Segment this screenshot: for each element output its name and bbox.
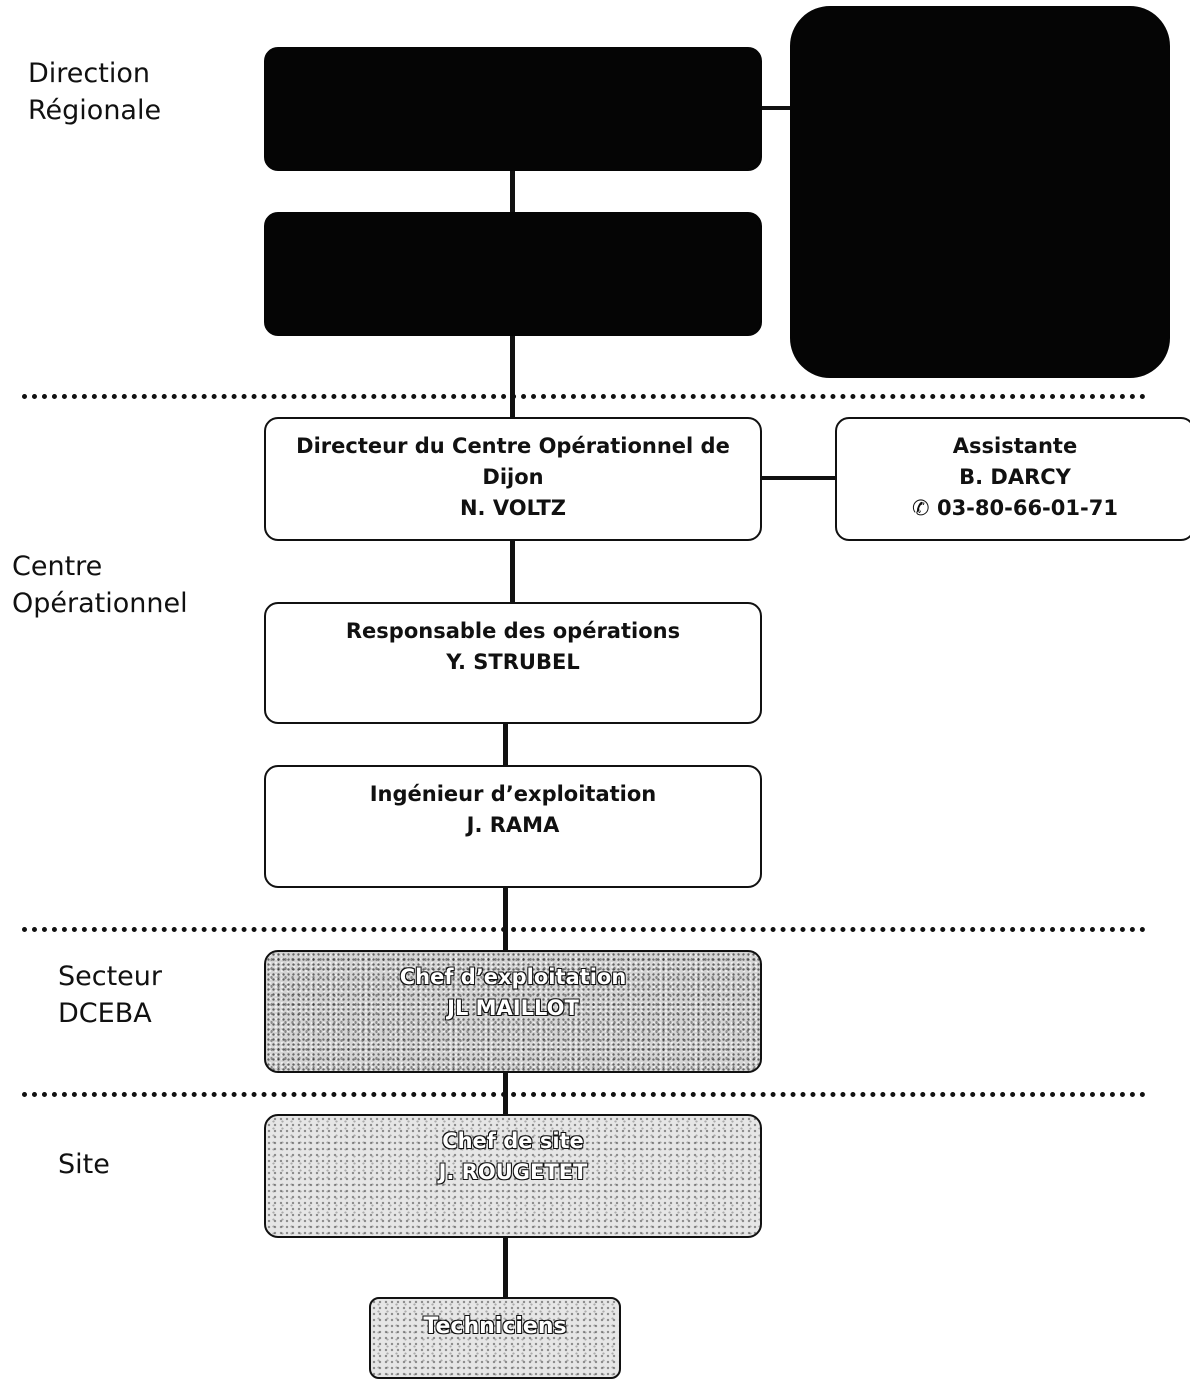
chef-site-title: Chef de site	[442, 1129, 584, 1153]
box-directeur: Directeur du Centre Opérationnel de Dijo…	[264, 417, 762, 541]
assistante-name: B. DARCY	[959, 465, 1071, 489]
box-chef-exploitation: Chef d’exploitation JL MAILLOT	[264, 950, 762, 1073]
chef-site-name: J. ROUGETET	[438, 1160, 588, 1184]
level-label-site: Site	[58, 1149, 110, 1180]
level-label-centre-operationnel: Centre Opérationnel	[12, 551, 188, 619]
connector-directeur-responsable	[510, 539, 515, 603]
connector-redacted-1-to-2	[510, 168, 515, 214]
directeur-name: N. VOLTZ	[459, 496, 567, 520]
box-techniciens: Techniciens	[369, 1297, 621, 1379]
connector-chef-site-techniciens	[503, 1237, 508, 1298]
connector-ingenieur-chef-exploitation	[503, 886, 508, 952]
level-label-secteur: Secteur DCEBA	[58, 961, 163, 1029]
assistante-phone: ✆ 03-80-66-01-71	[912, 496, 1118, 520]
assistante-title: Assistante	[952, 434, 1078, 458]
box-chef-de-site: Chef de site J. ROUGETET	[264, 1114, 762, 1238]
box-assistante: Assistante B. DARCY ✆ 03-80-66-01-71	[835, 417, 1190, 541]
ingenieur-title: Ingénieur d’exploitation	[369, 782, 657, 806]
level-separator-1	[22, 394, 1146, 399]
responsable-title: Responsable des opérations	[345, 619, 681, 643]
redacted-box-side	[790, 6, 1170, 378]
responsable-name: Y. STRUBEL	[446, 650, 580, 674]
level-separator-2	[22, 927, 1146, 932]
connector-redacted-to-directeur	[510, 334, 515, 418]
connector-chef-exploitation-chef-site	[503, 1071, 508, 1116]
connector-directeur-assistante	[760, 476, 837, 480]
connector-redacted-side	[760, 106, 792, 110]
chef-exploitation-name: JL MAILLOT	[447, 996, 579, 1020]
level-separator-3	[22, 1092, 1146, 1097]
directeur-title: Directeur du Centre Opérationnel de Dijo…	[296, 434, 730, 489]
connector-responsable-ingenieur	[503, 682, 508, 766]
ingenieur-name: J. RAMA	[466, 813, 560, 837]
level-label-direction-regionale: Direction Régionale	[28, 58, 162, 126]
box-responsable-operations: Responsable des opérations Y. STRUBEL	[264, 602, 762, 724]
box-ingenieur-exploitation: Ingénieur d’exploitation J. RAMA	[264, 765, 762, 888]
chef-exploitation-title: Chef d’exploitation	[399, 965, 627, 989]
redacted-box-top	[264, 47, 762, 171]
redacted-box-second	[264, 212, 762, 336]
techniciens-title: Techniciens	[423, 1314, 567, 1339]
